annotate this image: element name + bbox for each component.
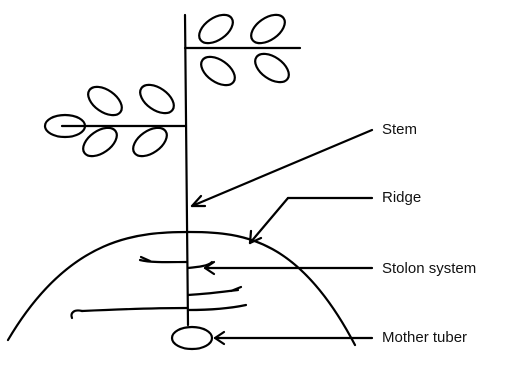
stolon-system (71, 257, 246, 318)
mother-tuber-label: Mother tuber (382, 330, 467, 345)
ridge-leader (250, 198, 372, 243)
stem-label: Stem (382, 122, 417, 137)
ridge-label: Ridge (382, 190, 421, 205)
mother-tuber (172, 327, 212, 349)
stolon-leader (205, 262, 372, 274)
lower-leaf-cluster (45, 79, 186, 162)
stem-line (185, 15, 188, 325)
upper-leaf-cluster (185, 9, 300, 91)
stem-leader (192, 130, 372, 206)
stolon-system-label: Stolon system (382, 261, 476, 276)
